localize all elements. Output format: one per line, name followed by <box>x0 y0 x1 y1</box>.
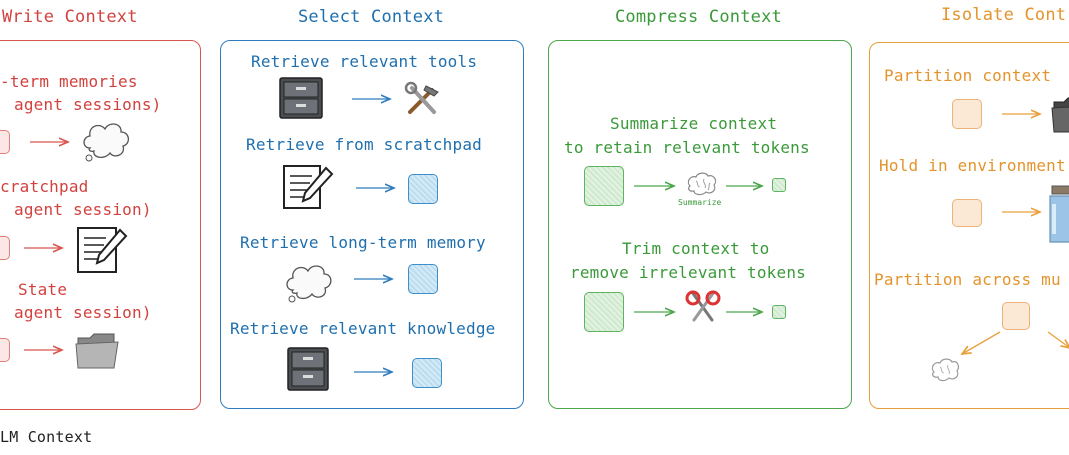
tools-icon <box>404 81 439 114</box>
write-item-3-line2: agent session) <box>14 303 152 322</box>
context-square <box>0 338 10 362</box>
write-title: Write Context <box>2 7 138 27</box>
arrow-icon <box>356 182 399 194</box>
file-cabinet-icon <box>279 77 323 119</box>
arrow-icon <box>1002 206 1045 218</box>
folder-icon <box>1051 97 1069 133</box>
compress-panel <box>548 40 852 409</box>
select-title: Select Context <box>298 7 445 27</box>
select-item-4-label: Retrieve relevant knowledge <box>230 319 496 338</box>
brain-icon <box>687 172 717 196</box>
select-panel <box>220 40 524 409</box>
arrow-icon <box>634 306 680 318</box>
arrow-icon <box>354 366 397 378</box>
context-square <box>584 166 624 206</box>
arrow-icon <box>958 331 1001 358</box>
write-item-3-line1: State <box>18 280 68 299</box>
write-item-1-line2: agent sessions) <box>14 95 162 114</box>
compress-item-2-line1: Trim context to <box>622 239 770 258</box>
thought-cloud-icon <box>286 265 332 303</box>
isolate-title: Isolate Cont <box>941 5 1067 25</box>
write-item-2-line2: agent session) <box>14 200 152 219</box>
select-item-3-label: Retrieve long-term memory <box>240 233 486 252</box>
arrow-icon <box>634 180 680 192</box>
context-square <box>412 358 442 388</box>
compress-item-1-line1: Summarize context <box>610 114 778 133</box>
arrow-icon <box>30 136 73 148</box>
file-cabinet-icon <box>287 347 329 391</box>
folder-icon <box>75 333 119 369</box>
jar-icon <box>1049 185 1069 243</box>
context-square <box>772 178 786 192</box>
summarize-caption: Summarize <box>678 198 722 207</box>
notepad-pencil-icon <box>77 227 128 273</box>
write-item-1-line1: -term memories <box>0 72 138 91</box>
context-square <box>952 99 982 129</box>
context-square <box>0 130 10 154</box>
select-item-1-label: Retrieve relevant tools <box>251 52 478 71</box>
brain-icon <box>931 358 959 382</box>
arrow-icon <box>352 93 395 105</box>
arrow-icon <box>24 242 67 254</box>
compress-item-2-line2: remove irrelevant tokens <box>570 263 806 282</box>
compress-title: Compress Context <box>615 7 782 27</box>
isolate-item-3-label: Partition across mu <box>874 270 1061 289</box>
scissors-icon <box>685 290 721 322</box>
thought-cloud-icon <box>83 123 130 162</box>
context-square <box>584 292 624 332</box>
context-square <box>408 264 438 294</box>
notepad-pencil-icon <box>283 165 334 209</box>
compress-item-1-line2: to retain relevant tokens <box>564 138 810 157</box>
arrow-icon <box>726 180 768 192</box>
isolate-panel <box>869 42 1069 409</box>
footer-caption: LM Context <box>0 428 93 446</box>
context-square <box>0 236 10 260</box>
isolate-item-1-label: Partition context <box>884 66 1052 85</box>
context-square <box>1002 302 1030 330</box>
context-square <box>772 305 786 319</box>
write-panel <box>0 40 201 410</box>
arrow-icon <box>726 306 768 318</box>
arrow-icon <box>24 344 67 356</box>
context-square <box>408 174 438 204</box>
select-item-2-label: Retrieve from scratchpad <box>246 135 482 154</box>
arrow-icon <box>1002 108 1045 120</box>
write-item-2-line1: cratchpad <box>0 177 89 196</box>
context-square <box>952 199 982 227</box>
arrow-icon <box>354 273 397 285</box>
isolate-item-2-label: Hold in environment <box>879 156 1066 175</box>
arrow-icon <box>1047 331 1069 354</box>
